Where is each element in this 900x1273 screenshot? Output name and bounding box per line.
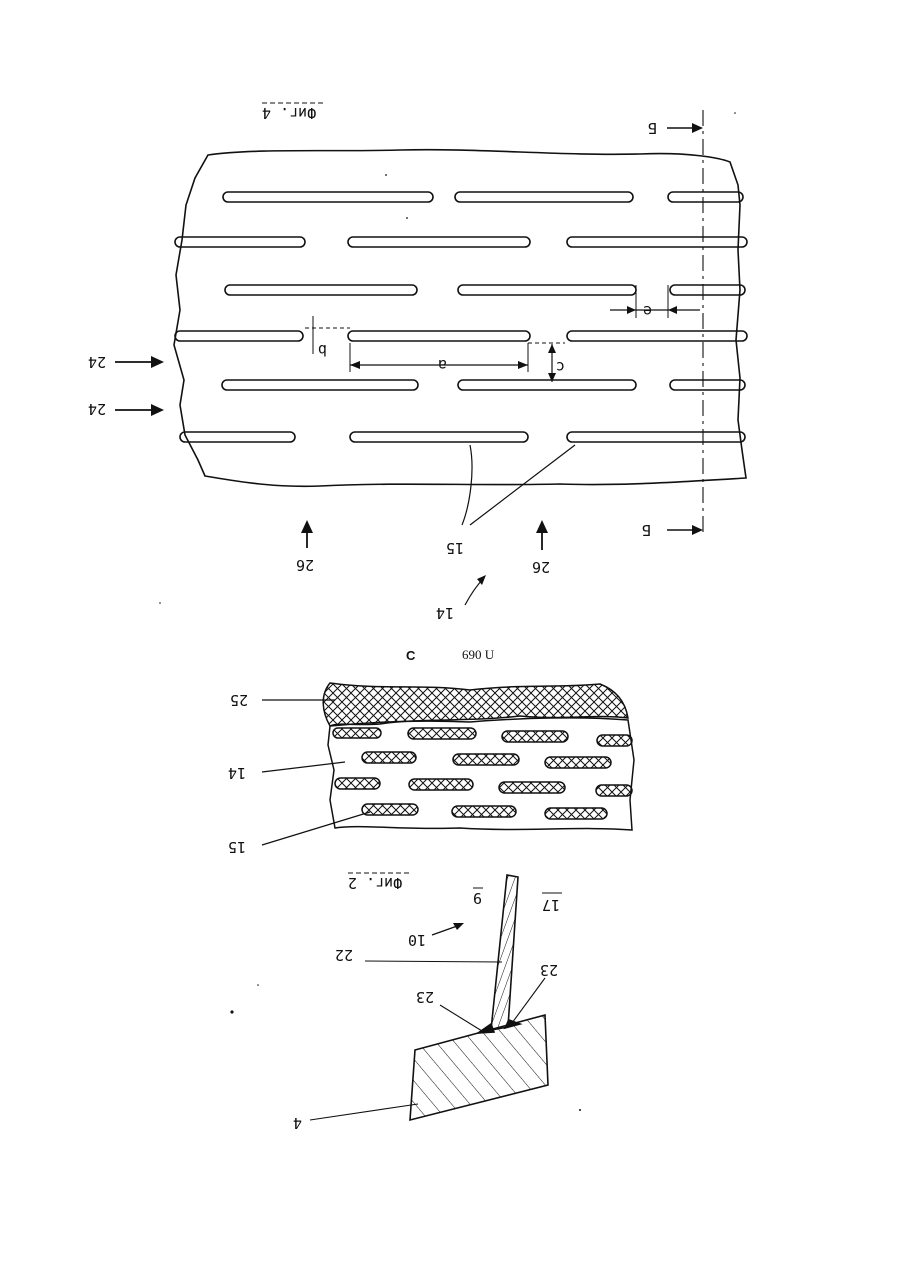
speck <box>385 174 387 176</box>
filled-slot <box>362 804 418 815</box>
slot <box>567 237 747 247</box>
dim-label-c: c <box>556 358 565 376</box>
filled-slot <box>408 728 476 739</box>
ref-label-10: 10 <box>408 931 426 949</box>
slot <box>348 237 530 247</box>
slot <box>455 192 633 202</box>
filled-slot <box>597 735 632 746</box>
ref-label-26-right: 26 <box>532 558 550 576</box>
slot <box>567 331 747 341</box>
dim-label-e: е <box>643 302 652 320</box>
figure-4-labels: Фиг. 4 а b c е Б Б 24 24 26 26 15 14 <box>88 103 657 622</box>
ref-label-15: 15 <box>228 838 246 856</box>
dim-label-a: а <box>438 356 447 374</box>
filled-slot <box>453 754 519 765</box>
ref-label-17: 17 <box>542 896 560 914</box>
slot <box>175 237 305 247</box>
ref-label-24-lower: 24 <box>88 400 106 418</box>
speck <box>257 984 259 986</box>
speck <box>159 602 161 604</box>
ref-label-14: 14 <box>228 764 246 782</box>
speck <box>734 112 736 114</box>
speck <box>230 1010 233 1013</box>
filled-slot <box>502 731 568 742</box>
filled-slot <box>596 785 632 796</box>
filled-slot <box>499 782 565 793</box>
arrowhead <box>536 520 548 533</box>
slot <box>222 380 418 390</box>
figure-4 <box>115 110 747 605</box>
ref-label-24-upper: 24 <box>88 353 106 371</box>
arrowhead <box>692 525 703 535</box>
weld-23-left <box>478 1024 494 1033</box>
figure-4-caption: Фиг. 4 <box>262 104 316 122</box>
arrowhead <box>151 356 164 368</box>
ref-label-9: 9 <box>473 889 482 907</box>
slot <box>348 331 530 341</box>
filled-slot <box>452 806 516 817</box>
slot <box>180 432 295 442</box>
speck <box>579 1109 581 1111</box>
figure-2-caption: Фиг. 2 <box>348 874 402 892</box>
slot <box>175 331 303 341</box>
section-label-bottom: Б <box>642 521 651 539</box>
slot <box>670 285 745 295</box>
slot <box>458 380 636 390</box>
leader-4 <box>310 1104 418 1120</box>
slot <box>668 192 743 202</box>
top-layer-25 <box>323 683 628 726</box>
leader-15 <box>262 812 370 845</box>
filled-slot <box>335 778 380 789</box>
ref-label-25: 25 <box>230 691 248 709</box>
arrowhead <box>692 123 703 133</box>
filled-slot <box>545 808 607 819</box>
ref-label-14: 14 <box>436 604 454 622</box>
stamp-letter: C <box>406 648 415 663</box>
base-4 <box>410 1015 548 1120</box>
section-label-top: Б <box>648 119 657 137</box>
slot <box>458 285 636 295</box>
stamp-number: 690 U <box>462 647 494 663</box>
filled-slot <box>333 728 381 738</box>
leader-22 <box>365 961 502 962</box>
leader-23-left <box>440 1005 482 1031</box>
ref-label-4: 4 <box>293 1114 302 1132</box>
figure-5-labels: 25 14 15 <box>228 691 248 856</box>
speck <box>406 217 408 219</box>
dim-label-b: b <box>318 341 327 359</box>
figure-5 <box>262 683 634 845</box>
arrowhead <box>151 404 164 416</box>
slot <box>350 432 528 442</box>
slot <box>670 380 745 390</box>
filled-slot <box>545 757 611 768</box>
filled-slot <box>409 779 473 790</box>
slot <box>223 192 433 202</box>
ref-label-23-left: 23 <box>416 988 434 1006</box>
ref-label-26-left: 26 <box>296 556 314 574</box>
slot <box>225 285 417 295</box>
ref-label-22: 22 <box>335 946 353 964</box>
plate-22 <box>491 875 518 1030</box>
ref-label-23-right: 23 <box>540 961 558 979</box>
slot <box>567 432 745 442</box>
arrowhead <box>301 520 313 533</box>
sheet-outline <box>174 150 746 487</box>
filled-slot <box>362 752 416 763</box>
ref-label-15: 15 <box>446 539 464 557</box>
